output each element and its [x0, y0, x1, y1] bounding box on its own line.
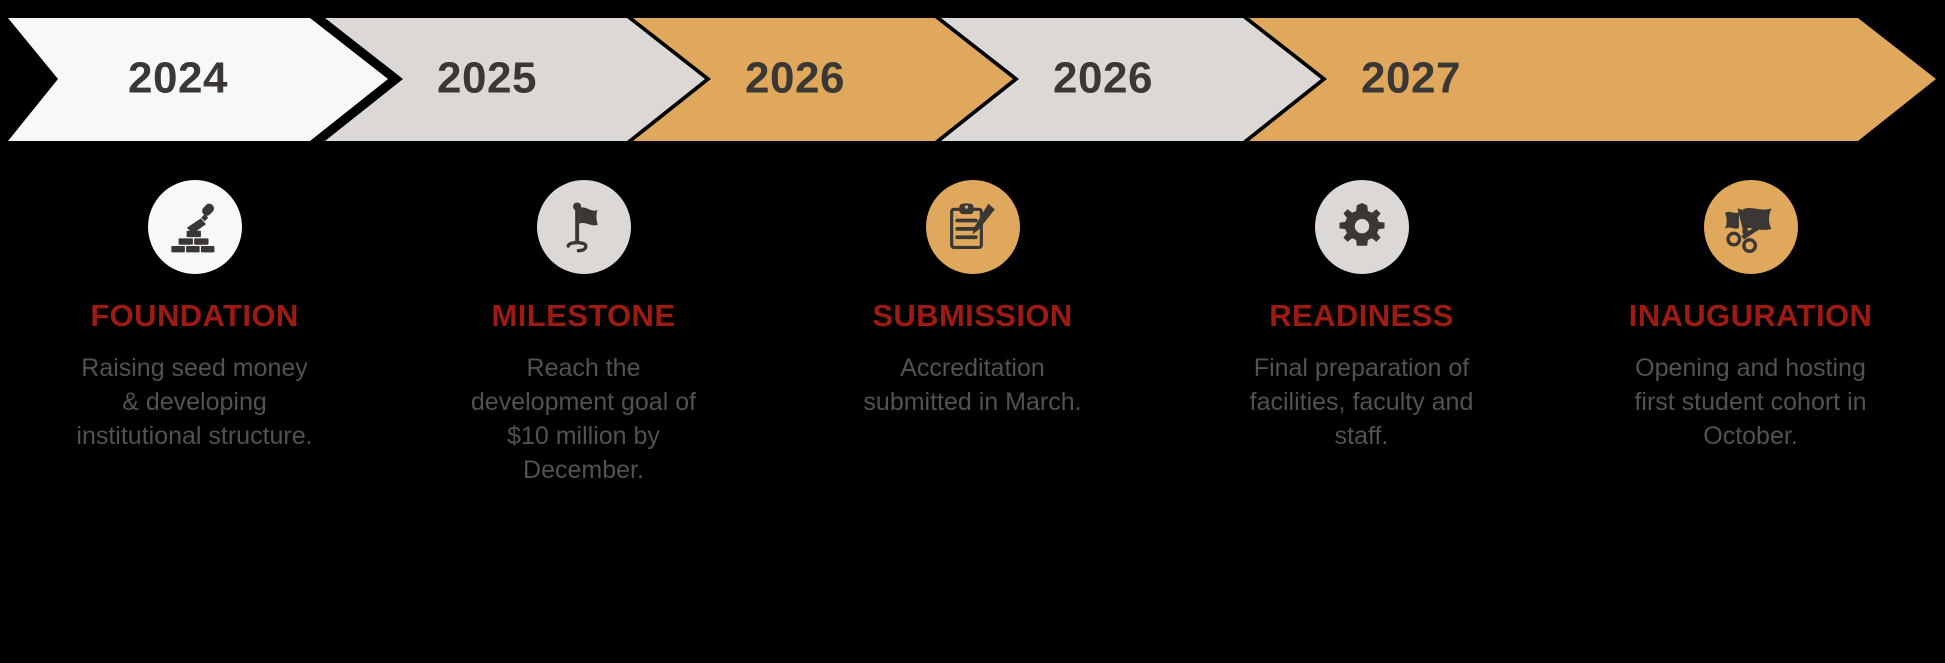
icon-circle-readiness[interactable] [1314, 180, 1409, 274]
milestone-column-inauguration: INAUGURATION Opening and hosting first s… [1556, 160, 1945, 663]
milestone-description-submission: Accreditation submitted in March. [863, 354, 1082, 416]
milestone-columns: FOUNDATION Raising seed money & developi… [0, 160, 1945, 663]
gear-icon [1338, 203, 1386, 251]
chevron-segment-2[interactable] [325, 18, 705, 141]
milestone-column-foundation: FOUNDATION Raising seed money & developi… [0, 160, 389, 663]
milestone-title-readiness: READINESS [1269, 298, 1454, 333]
scissors-ribbon-icon [1723, 201, 1779, 253]
clipboard-pen-icon [947, 201, 999, 253]
milestone-title-milestone: MILESTONE [491, 298, 676, 333]
chevron-year-5: 2027 [1361, 54, 1461, 103]
milestone-description-foundation: Raising seed money & developing institut… [76, 354, 313, 450]
chevron-year-4: 2026 [1053, 54, 1153, 103]
chevron-segment-4[interactable] [941, 18, 1321, 141]
milestone-description-inauguration: Opening and hosting first student cohort… [1634, 354, 1867, 450]
milestone-title-submission: SUBMISSION [872, 298, 1073, 333]
chevron-year-1: 2024 [128, 54, 228, 103]
icon-circle-foundation[interactable] [147, 180, 242, 274]
trowel-bricks-icon [168, 200, 222, 254]
milestone-title-inauguration: INAUGURATION [1628, 298, 1873, 333]
milestone-column-readiness: READINESS Final preparation of facilitie… [1167, 160, 1556, 663]
flag-icon [559, 201, 609, 253]
chevron-segment-1[interactable] [8, 18, 388, 141]
icon-circle-inauguration[interactable] [1703, 180, 1798, 274]
icon-circle-submission[interactable] [925, 180, 1020, 274]
chevron-year-3: 2026 [745, 54, 845, 103]
icon-circle-milestone[interactable] [536, 180, 631, 274]
milestone-description-readiness: Final preparation of facilities, faculty… [1249, 354, 1474, 450]
milestone-title-foundation: FOUNDATION [90, 298, 299, 333]
milestone-column-submission: SUBMISSION Accreditation submitted in Ma… [778, 160, 1167, 663]
milestone-column-milestone: MILESTONE Reach the development goal of … [389, 160, 778, 663]
chevron-segment-5[interactable] [1249, 18, 1936, 141]
chevron-segment-3[interactable] [633, 18, 1013, 141]
milestone-description-milestone: Reach the development goal of $10 millio… [470, 354, 697, 484]
chevron-year-2: 2025 [437, 54, 537, 103]
timeline-chevron-band: 2024 2025 2026 2026 2027 [0, 0, 1945, 160]
